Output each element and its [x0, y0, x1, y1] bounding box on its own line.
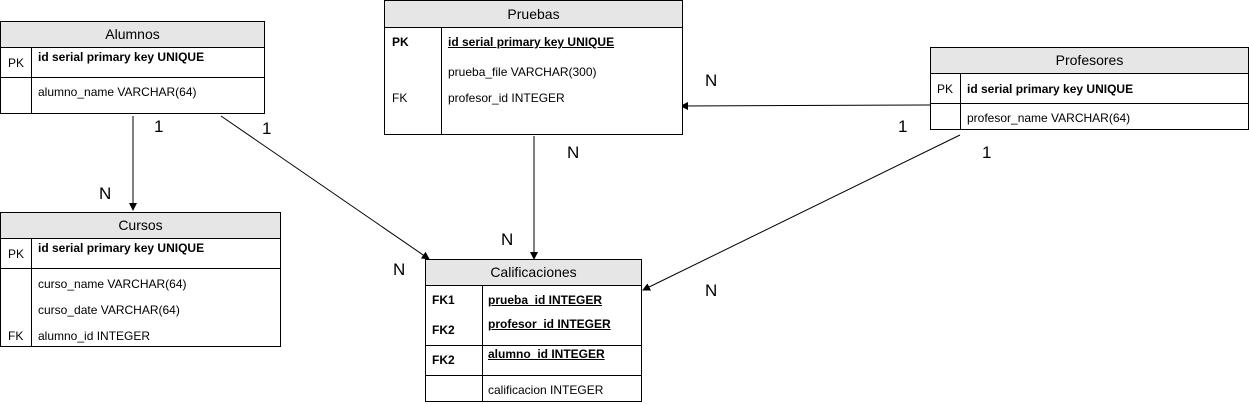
pk-label: PK	[8, 247, 25, 261]
field-prueba-id: prueba_id INTEGER	[488, 293, 603, 307]
pk-field: id serial primary key UNIQUE	[38, 241, 205, 255]
fk-label: FK	[392, 91, 408, 105]
cardinality-label: N	[99, 184, 112, 203]
row-separator	[426, 375, 641, 376]
pk-label: PK	[937, 82, 954, 96]
entity-title: Calificaciones	[426, 260, 641, 286]
key-column-divider	[960, 74, 961, 129]
cardinality-label: 1	[262, 119, 272, 138]
entity-profesores[interactable]: Profesores PK id serial primary key UNIQ…	[930, 47, 1249, 130]
field-alumno-id: alumno_id INTEGER	[38, 329, 151, 343]
cardinality-label: 1	[898, 117, 908, 136]
cardinality-label: N	[705, 71, 718, 90]
key-column-divider	[441, 28, 442, 134]
pk-field: id serial primary key UNIQUE	[448, 35, 615, 49]
pk-field: id serial primary key UNIQUE	[38, 50, 205, 64]
entity-pruebas[interactable]: Pruebas PK id serial primary key UNIQUE …	[384, 0, 683, 135]
field-profesor-id: profesor_id INTEGER	[448, 91, 565, 105]
pk-label: PK	[392, 35, 409, 49]
cardinality-label: N	[567, 143, 580, 162]
field-curso-date: curso_date VARCHAR(64)	[38, 303, 180, 317]
rel-profesores-pruebas	[680, 101, 931, 110]
entity-title: Pruebas	[385, 1, 682, 28]
field-profesor-id: profesor_id INTEGER	[488, 317, 611, 331]
field-alumno-name: alumno_name VARCHAR(64)	[38, 85, 197, 99]
field-curso-name: curso_name VARCHAR(64)	[38, 277, 187, 291]
entity-cursos[interactable]: Cursos PK id serial primary key UNIQUE c…	[0, 212, 281, 347]
cardinality-label: 1	[982, 143, 992, 162]
entity-alumnos[interactable]: Alumnos PK id serial primary key UNIQUE …	[0, 21, 265, 114]
field-prueba-file: prueba_file VARCHAR(300)	[448, 65, 597, 79]
row-separator	[1, 268, 280, 269]
cardinality-label: N	[393, 260, 406, 279]
key-column-divider	[482, 286, 483, 401]
entity-title: Cursos	[1, 213, 280, 239]
rel-profesores-calificaciones	[642, 134, 961, 291]
field-alumno-id: alumno_id INTEGER	[488, 347, 605, 361]
fk1-label: FK1	[432, 293, 455, 307]
rel-alumnos-calificaciones	[220, 115, 430, 260]
key-column-divider	[31, 48, 32, 113]
entity-title: Profesores	[931, 48, 1248, 74]
row-separator	[1, 77, 264, 78]
fk-label: FK	[8, 329, 24, 343]
fk2-label: FK2	[432, 323, 455, 337]
key-column-divider	[31, 239, 32, 346]
fk2-label-alumno: FK2	[432, 353, 455, 367]
pk-field: id serial primary key UNIQUE	[967, 82, 1134, 96]
cardinality-label: 1	[154, 117, 164, 136]
entity-title: Alumnos	[1, 22, 264, 48]
entity-calificaciones[interactable]: Calificaciones FK1 prueba_id INTEGER FK2…	[425, 259, 642, 402]
cardinality-label: N	[705, 281, 718, 300]
field-calificacion: calificacion INTEGER	[488, 383, 604, 397]
row-separator	[426, 345, 641, 346]
row-separator	[931, 103, 1248, 104]
pk-label: PK	[8, 56, 25, 70]
field-profesor-name: profesor_name VARCHAR(64)	[967, 111, 1131, 125]
cardinality-label: N	[501, 230, 514, 249]
